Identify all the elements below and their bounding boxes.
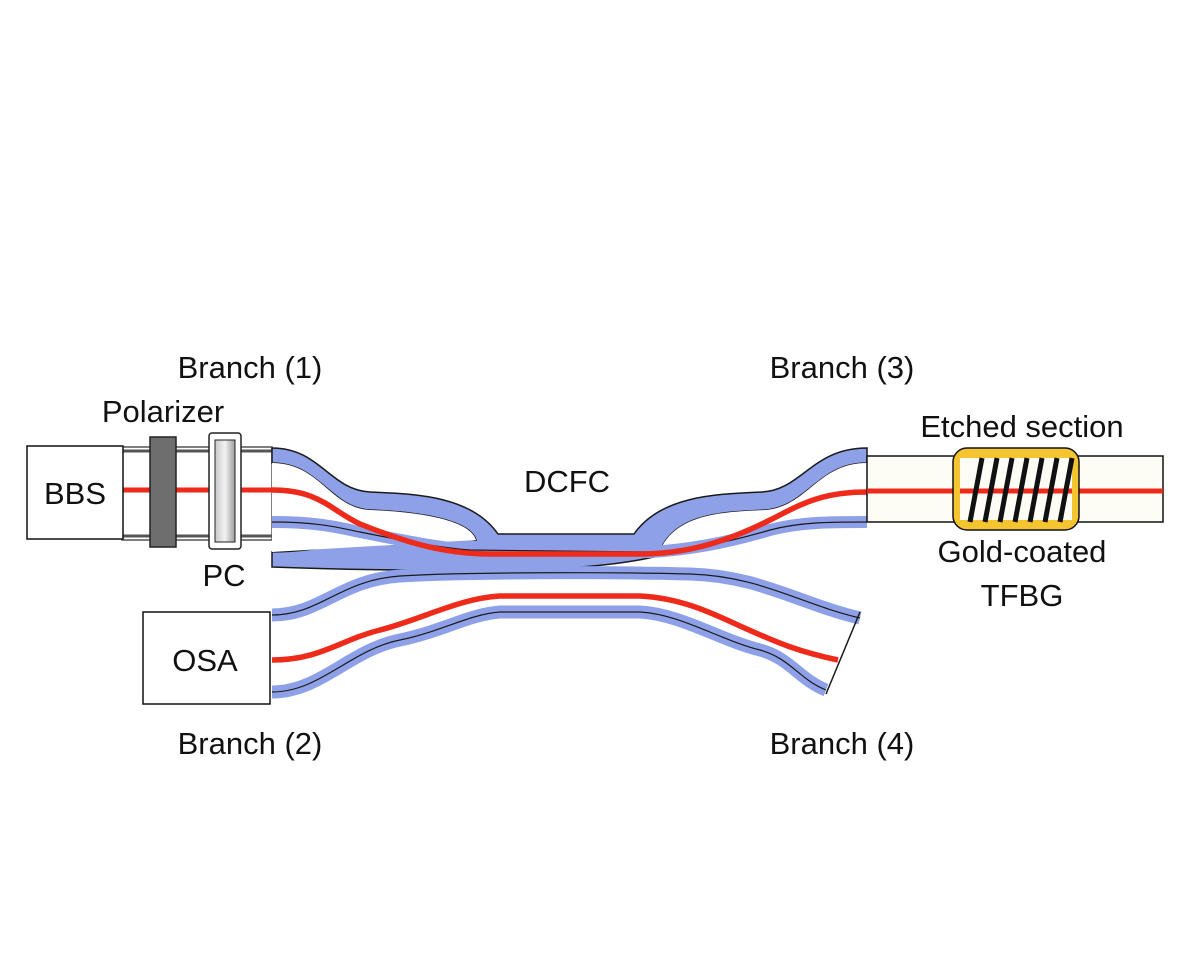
upper-fiber-core	[271, 487, 868, 557]
grating-line	[1012, 457, 1030, 523]
osa-box	[142, 611, 271, 705]
lower-coupler-fiber	[271, 566, 862, 699]
input-fiber-cladding	[121, 446, 273, 541]
gold-coated-tfbg	[952, 447, 1080, 531]
branch4-cleaved-end	[825, 611, 861, 695]
lower-fiber-core	[271, 593, 839, 663]
grating-line	[1042, 457, 1060, 523]
etched-section-label: Etched section	[920, 409, 1123, 444]
polarizer-label: Polarizer	[102, 394, 224, 429]
gold-coated-label: Gold-coated	[938, 534, 1107, 569]
bbs-label: BBS	[44, 476, 106, 511]
dcfc-label: DCFC	[524, 464, 610, 499]
branch2-label: Branch (2)	[178, 726, 323, 761]
branch3-label: Branch (3)	[770, 350, 915, 385]
grating-line	[1057, 457, 1075, 523]
pc-label: PC	[202, 558, 245, 593]
branch4-label: Branch (4)	[770, 726, 915, 761]
upper-fiber-gap-right	[658, 463, 867, 559]
lower-fiber-lower-edge	[271, 611, 827, 693]
polarization-controller	[208, 432, 242, 550]
bbs-source: BBS	[26, 445, 124, 540]
osa-detector: OSA	[142, 611, 271, 705]
input-fiber-section	[121, 446, 273, 541]
osa-label: OSA	[172, 643, 238, 678]
grating-line	[997, 457, 1015, 523]
pc-inner-plate	[214, 439, 236, 543]
grating-line	[982, 457, 1000, 523]
bbs-box	[26, 445, 124, 540]
lower-fiber-lower-cladding	[271, 605, 829, 699]
lower-fiber-upper-edge	[271, 572, 861, 619]
grating-line	[1027, 457, 1045, 523]
tfbg-grating	[967, 457, 1075, 523]
polarizer-plate	[149, 436, 177, 548]
tfbg-label: TFBG	[981, 578, 1064, 613]
grating-line	[967, 457, 985, 523]
branch1-label: Branch (1)	[178, 350, 323, 385]
upper-coupler-fiber	[271, 447, 868, 571]
